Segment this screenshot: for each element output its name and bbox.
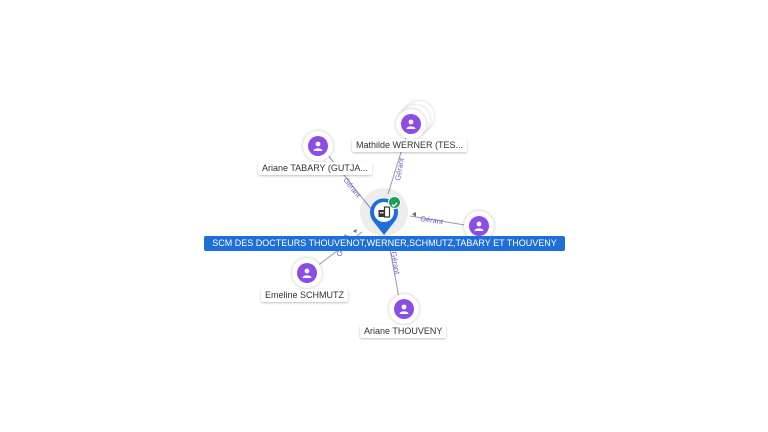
- person-icon: [297, 263, 317, 283]
- person-icon: [394, 299, 414, 319]
- person-label[interactable]: Ariane THOUVENY: [360, 325, 447, 338]
- edge-label: Gérant: [341, 176, 363, 200]
- arrow-head: [412, 212, 416, 217]
- person-label[interactable]: Mathilde WERNER (TES...: [352, 139, 468, 152]
- edge-right-person: [409, 215, 466, 226]
- building-icon: [378, 206, 391, 218]
- person-icon: [308, 136, 328, 156]
- edge-label: Gérant: [393, 156, 406, 181]
- person-icon: [401, 114, 421, 134]
- person-node-emeline-schmutz[interactable]: [292, 258, 322, 288]
- arrow-head: [353, 229, 357, 233]
- person-label[interactable]: Ariane TABARY (GUTJA...: [258, 162, 372, 175]
- edge-label: Gérant: [420, 214, 445, 226]
- edge-label: Gérant: [389, 251, 402, 276]
- person-node-ariane-tabary[interactable]: [303, 131, 333, 161]
- person-node-mathilde-werner[interactable]: [396, 109, 426, 139]
- person-node-ariane-thouveny[interactable]: [389, 294, 419, 324]
- person-label[interactable]: Emeline SCHMUTZ: [261, 289, 349, 302]
- company-label[interactable]: SCM DES DOCTEURS THOUVENOT,WERNER,SCHMUT…: [204, 236, 565, 251]
- verified-badge-icon: [388, 196, 401, 209]
- person-icon: [469, 216, 489, 236]
